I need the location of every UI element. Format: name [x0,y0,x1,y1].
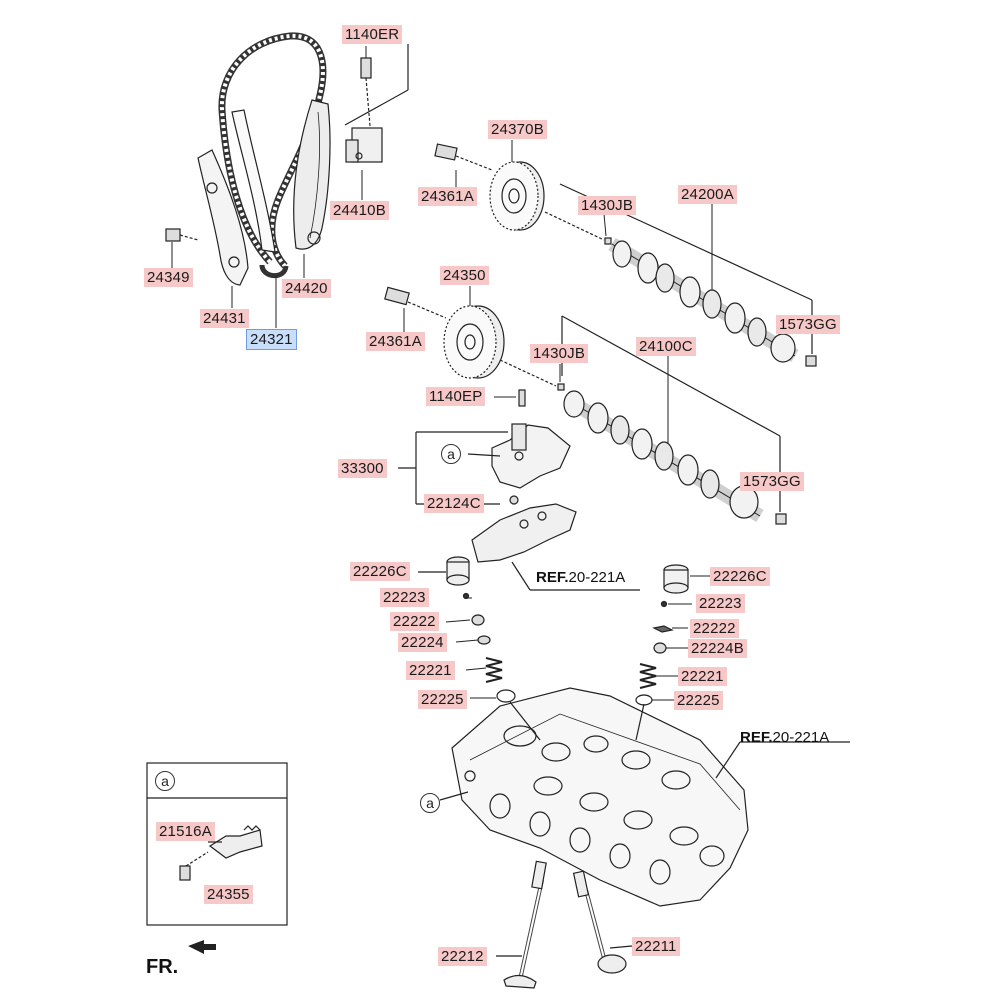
part-label-24410B[interactable]: 24410B [330,201,389,220]
part-label-24431[interactable]: 24431 [200,309,249,328]
part-label-22222[interactable]: 22222 [390,612,439,631]
part-label-1140EP[interactable]: 1140EP [426,387,486,406]
reference-number: 20-221A [568,569,626,586]
part-label-24321-selected[interactable]: 24321 [246,329,297,350]
part-label-1140ER[interactable]: 1140ER [342,25,403,44]
part-label-24420[interactable]: 24420 [282,279,331,298]
reference-prefix: REF. [740,729,773,746]
ocv-bracket-33300 [398,389,571,505]
part-label-1430JB-2[interactable]: 1430JB [530,344,589,363]
chain-guide-center [231,109,276,253]
part-label-24361A-2[interactable]: 24361A [366,332,425,351]
part-label-24350[interactable]: 24350 [440,266,489,285]
part-label-24355[interactable]: 24355 [204,885,253,904]
cylinder-head [439,687,850,907]
camshaft-24200A [544,183,817,367]
part-label-22225-2[interactable]: 22225 [674,691,723,710]
inset-callout-a: a [155,771,175,791]
part-label-1573GG-2[interactable]: 1573GG [740,472,804,491]
part-label-22224B[interactable]: 22224B [688,639,747,658]
camshaft-24100C [499,315,787,525]
part-label-24349[interactable]: 24349 [144,268,193,287]
part-label-22221-2[interactable]: 22221 [678,667,727,686]
valves [496,860,633,989]
part-label-22211[interactable]: 22211 [632,937,680,956]
timing-chain [218,32,327,279]
part-label-1430JB[interactable]: 1430JB [578,196,637,215]
part-label-22226C[interactable]: 22226C [350,562,410,581]
reference-prefix: REF. [536,569,569,586]
callout-a-head: a [420,793,440,813]
part-label-33300[interactable]: 33300 [338,459,387,478]
part-label-1573GG[interactable]: 1573GG [776,315,840,334]
tensioner-arm [293,99,331,250]
rocker-assembly [471,503,640,591]
callout-a-bracket: a [441,444,461,464]
part-label-22226C-2[interactable]: 22226C [710,567,770,586]
valve-train-left [418,556,516,703]
part-label-22224[interactable]: 22224 [398,633,447,652]
part-label-22221[interactable]: 22221 [406,661,455,680]
front-direction-label: FR. [146,956,179,978]
part-label-24370B[interactable]: 24370B [488,120,547,139]
front-arrow [188,940,216,954]
part-label-22223-2[interactable]: 22223 [696,594,745,613]
part-label-22223[interactable]: 22223 [380,588,429,607]
part-label-24361A[interactable]: 24361A [418,187,477,206]
tensioner-24410B [344,44,409,163]
part-label-22225[interactable]: 22225 [418,690,467,709]
reference-label[interactable]: REF.20-221A [536,568,625,587]
reference-number: 20-221A [772,729,830,746]
bolt-24349 [165,228,199,242]
sprocket-24350 [384,286,505,379]
sprocket-24370B [434,143,545,231]
part-label-24100C[interactable]: 24100C [636,337,696,356]
part-label-21516A[interactable]: 21516A [156,822,215,841]
part-label-22212[interactable]: 22212 [438,947,487,966]
part-label-24200A[interactable]: 24200A [678,185,737,204]
leader-lines [171,46,713,701]
reference-label-2[interactable]: REF.20-221A [740,728,829,747]
part-label-22222-2[interactable]: 22222 [690,619,739,638]
part-label-22124C[interactable]: 22124C [424,494,484,513]
